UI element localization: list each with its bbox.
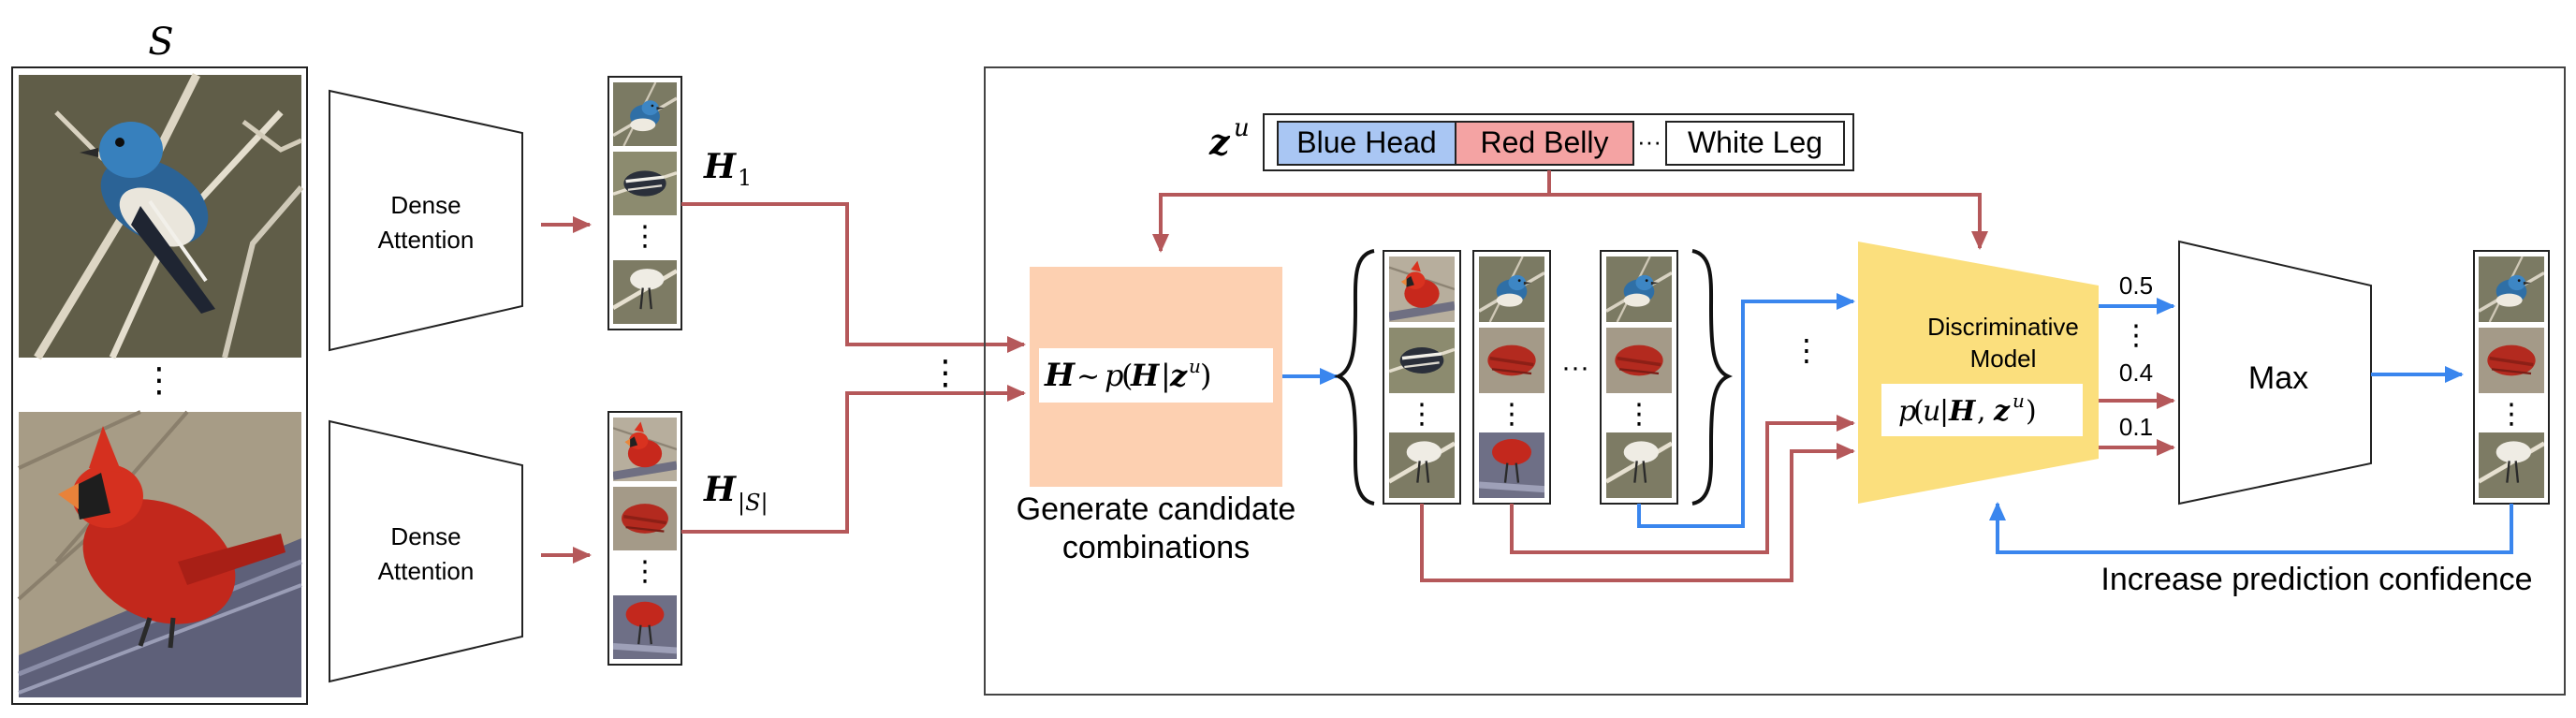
svg-text:(: ( [1913, 395, 1925, 428]
svg-text:p: p [1105, 358, 1123, 393]
feedback-arrow [1989, 502, 2513, 554]
zu-superscript: u [1234, 114, 1250, 142]
svg-text:(: ( [1121, 358, 1133, 393]
arrow-zu-to-discriminator [1549, 193, 1988, 250]
dense-attention-bottom-line1: Dense [390, 522, 461, 550]
h1-part-strip: ⋮ [607, 76, 682, 330]
dense-attention-top-line2: Attention [378, 226, 475, 254]
svg-text:u: u [1923, 395, 1940, 428]
feedback-label: Increase prediction confidence [2100, 562, 2532, 597]
score-ellipsis: ⋮ [2122, 320, 2150, 351]
discriminative-model [1858, 242, 2099, 504]
middle-ellipsis: ⋮ [929, 353, 962, 391]
arrow-candidate1-to-discriminator [1420, 443, 1855, 582]
score-2: 0.4 [2119, 359, 2153, 387]
attribute-chip-blue-head [1277, 121, 1456, 166]
svg-text:p: p [1898, 395, 1916, 428]
h1-label: H 1 [703, 147, 752, 191]
svg-text:u: u [2012, 389, 2025, 412]
candidate-strip-3: ⋮ [1600, 250, 1678, 505]
candidates-right-brace [1691, 249, 1733, 506]
discriminator-formula: p ( u | H , z u ) [1898, 389, 2037, 428]
dense-attention-bottom: Dense Attention [329, 419, 523, 683]
set-ellipsis: ⋮ [142, 360, 176, 399]
svg-text:|: | [1939, 395, 1949, 428]
svg-text:H: H [1948, 395, 1977, 428]
arrow-hs-to-sampler [681, 385, 1026, 534]
red-bird-photo [17, 410, 302, 697]
hs-symbol: H [703, 470, 737, 509]
arrow-candidate2-to-discriminator [1510, 415, 1855, 554]
score-3: 0.1 [2119, 413, 2153, 441]
discriminator-title-line1: Discriminative [1927, 313, 2079, 341]
sampler-caption-line1: Generate candidate [1017, 491, 1296, 527]
score-1: 0.5 [2119, 271, 2153, 300]
candidates-left-brace [1334, 249, 1375, 506]
candidate-1-ellipsis: ⋮ [1408, 399, 1436, 430]
blue-bird-photo [19, 72, 304, 360]
zu-symbol: z [1208, 121, 1231, 163]
dense-attention-bottom-line2: Attention [378, 557, 475, 585]
sampler-formula-box [1039, 348, 1273, 403]
sampler-caption-line2: combinations [1062, 530, 1250, 565]
svg-text:u: u [1189, 355, 1201, 377]
dense-attention-top-line1: Dense [390, 191, 461, 219]
attribute-chip-white-leg [1665, 121, 1845, 166]
hs-part-strip: ⋮ [607, 411, 682, 666]
arrow-h1-to-sampler [681, 202, 1026, 353]
svg-text:∼: ∼ [1076, 360, 1100, 393]
arrow-candidate3-to-discriminator [1637, 293, 1855, 528]
discriminator-title-line2: Model [1970, 344, 2037, 373]
candidates-gap: ··· [1561, 352, 1589, 383]
hs-label: H |S| [703, 470, 768, 517]
output-strip: ⋮ [2473, 250, 2550, 505]
max-label: Max [2248, 360, 2308, 396]
attribute-label-red-belly: Red Belly [1481, 125, 1609, 159]
svg-text:H: H [1130, 358, 1161, 393]
attribute-label-white-leg: White Leg [1688, 125, 1822, 159]
h1-symbol: H [703, 147, 737, 186]
attribute-label-blue-head: Blue Head [1296, 125, 1436, 159]
max-block [2178, 240, 2372, 506]
attribute-chip-red-belly [1455, 121, 1634, 166]
discriminator-formula-box [1881, 384, 2083, 436]
sampler-formula: H ∼ p ( H | z u ) [1044, 355, 1211, 394]
svg-text:z: z [1169, 358, 1188, 393]
svg-text:|: | [1161, 358, 1171, 393]
zu-label: z u [1208, 114, 1250, 163]
hs-strip-ellipsis: ⋮ [631, 556, 659, 587]
h1-subscript: 1 [738, 165, 752, 191]
svg-text:): ) [2026, 395, 2037, 428]
arrow-zu-to-sampler [1152, 170, 1551, 253]
attribute-gap: ··· [1637, 127, 1661, 155]
candidates-input-ellipsis: ⋮ [1792, 333, 1822, 367]
hs-subscript: |S| [738, 490, 768, 517]
svg-text:H: H [1044, 357, 1076, 394]
set-frame [11, 66, 308, 705]
set-label: S [148, 21, 173, 64]
candidate-3-ellipsis: ⋮ [1625, 399, 1653, 430]
output-strip-ellipsis: ⋮ [2497, 399, 2525, 430]
dense-attention-top: Dense Attention [329, 89, 523, 352]
svg-text:): ) [1200, 358, 1211, 393]
svg-text:,: , [1977, 395, 1986, 428]
candidate-strip-1: ⋮ [1383, 250, 1461, 505]
svg-text:z: z [1993, 395, 2011, 428]
pipeline-panel [984, 66, 2566, 696]
candidate-strip-2: ⋮ [1472, 250, 1551, 505]
h1-strip-ellipsis: ⋮ [631, 221, 659, 252]
candidate-2-ellipsis: ⋮ [1498, 399, 1526, 430]
